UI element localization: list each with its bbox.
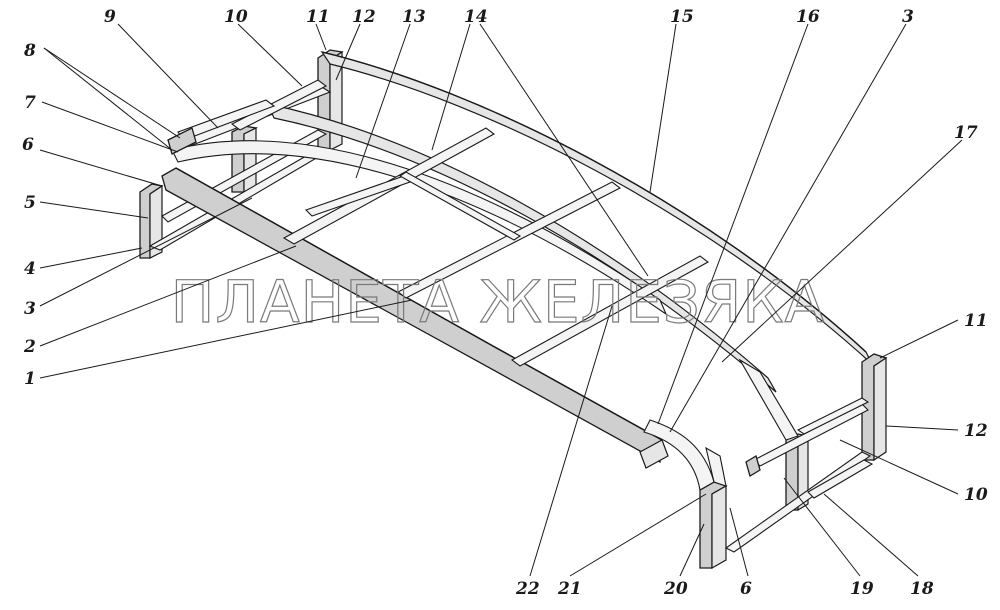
middle-arched-rail [266,103,777,393]
front-lower-frame [724,451,874,553]
callout-17: 17 [954,123,978,143]
rear-left-post [139,183,164,259]
callout-13: 13 [402,7,426,27]
callout-2: 2 [23,337,36,357]
callout-6-left: 6 [22,135,34,155]
callout-3-top: 3 [902,7,914,27]
front-crossbars [745,397,870,477]
callout-7: 7 [24,93,36,113]
watermark: ПЛАНЕТА ЖЕЛЕЗЯКА [171,268,825,336]
callout-11-top: 11 [306,7,330,27]
callout-20: 20 [663,579,688,599]
callout-22: 22 [515,579,540,599]
leader-lines [39,23,963,577]
callout-5: 5 [24,193,36,213]
callout-12-right: 12 [964,421,988,441]
callout-6-bottom: 6 [740,579,752,599]
callout-3-left: 3 [24,299,36,319]
callout-15: 15 [670,7,694,27]
callout-16: 16 [796,7,820,27]
callout-10-top: 10 [224,7,248,27]
callout-14: 14 [464,7,488,27]
callout-11-right: 11 [964,311,988,331]
callout-10-right: 10 [964,485,988,505]
callout-4: 4 [24,259,36,279]
upper-left-rails [167,79,328,155]
front-curved-end [643,358,799,491]
callout-18: 18 [910,579,934,599]
callout-9: 9 [104,7,116,27]
lower-long-rail [161,167,669,469]
callout-19: 19 [850,579,874,599]
callout-1: 1 [24,369,36,389]
callout-21: 21 [557,579,582,599]
callout-12-top: 12 [352,7,376,27]
callout-8: 8 [23,41,36,61]
front-tall-post [861,353,888,462]
callout-labels: 9 10 11 12 13 14 15 16 3 17 8 7 6 5 4 3 … [22,7,988,599]
